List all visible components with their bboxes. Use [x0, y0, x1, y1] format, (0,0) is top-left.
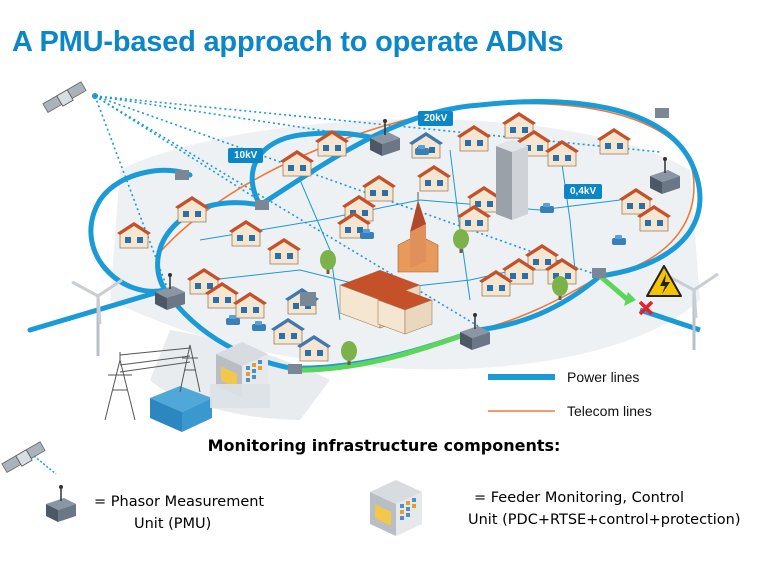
fmcu-legend-icon: [370, 480, 422, 536]
page-title: A PMU-based approach to operate ADNs: [12, 26, 564, 58]
fault-section: [287, 273, 631, 373]
high-voltage-warning-icon: [646, 265, 682, 297]
feeder-description-line1: = Feeder Monitoring, Control: [474, 490, 685, 506]
components-title: Monitoring infrastructure components:: [207, 436, 561, 455]
office-complex: [339, 270, 433, 335]
church: [397, 192, 439, 273]
voltage-label-20kv: 20kV: [418, 111, 454, 126]
legend-telecom-lines: Telecom lines: [567, 403, 652, 419]
pmu-legend-icon: [45, 484, 77, 523]
pmu-description-line1: = Phasor Measurement: [94, 494, 265, 510]
transformer-boxes: [175, 108, 669, 374]
pmu-description-line2: Unit (PMU): [134, 516, 212, 532]
satellite-legend-icon: [1, 441, 57, 475]
apartment-tower: [496, 140, 528, 220]
legend-power-lines: Power lines: [567, 369, 640, 385]
voltage-label-10kv: 10kV: [228, 148, 264, 163]
substation: [104, 344, 212, 432]
voltage-label-0-4kv: 0,4kV: [564, 184, 603, 199]
fault-cross-icon: [638, 300, 654, 316]
satellite-icon: [42, 81, 87, 113]
feeder-description-line2: Unit (PDC+RTSE+control+protection): [468, 512, 741, 528]
